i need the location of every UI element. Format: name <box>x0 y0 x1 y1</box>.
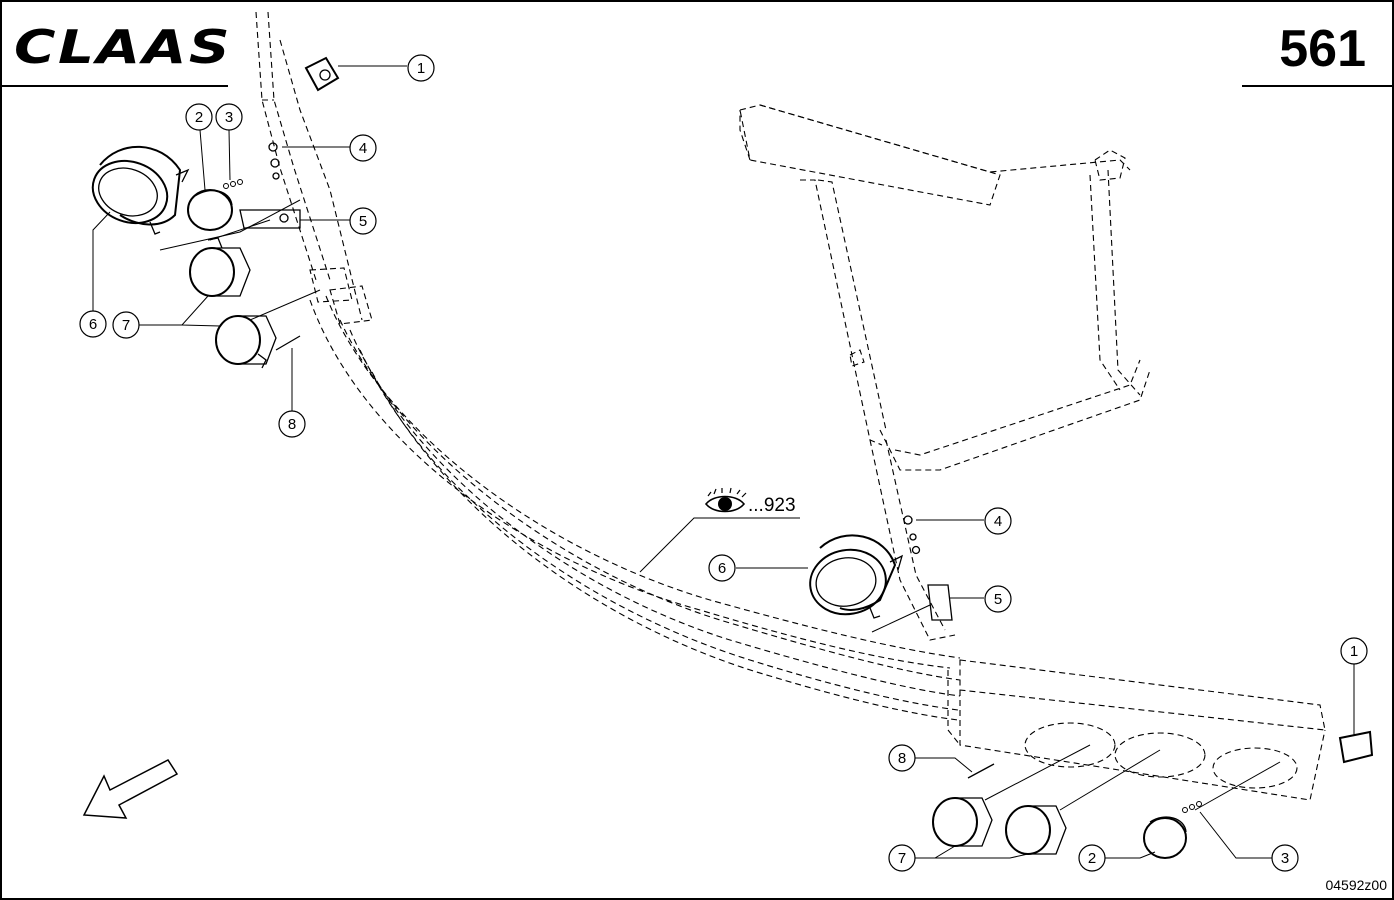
right-fog-lamp-left <box>932 797 993 847</box>
right-spacers <box>1182 801 1202 813</box>
cab-frame-outline <box>739 104 1151 641</box>
callout-left-8: 8 <box>278 348 306 438</box>
callout-right-8: 8 <box>888 744 973 773</box>
callout-label: 4 <box>359 140 367 157</box>
page-number: 561 <box>1279 20 1366 78</box>
callout-label: 1 <box>1350 643 1358 660</box>
left-assembly-leaders <box>159 199 321 321</box>
callout-left-3: 3 <box>215 103 243 181</box>
callout-label: 7 <box>898 850 906 867</box>
right-assembly-leaders <box>871 604 1281 811</box>
callout-right-3: 3 <box>1199 811 1299 872</box>
right-bolt-set <box>903 515 921 555</box>
callout-right-4: 4 <box>916 507 1012 535</box>
right-fog-lamp-right <box>1005 805 1067 855</box>
callout-right-7: 7 <box>888 844 1029 872</box>
right-mount-bracket <box>927 584 953 621</box>
eye-icon <box>704 487 747 513</box>
callout-label: 8 <box>288 416 296 433</box>
front-beam-outline <box>309 295 961 721</box>
callout-label: 2 <box>1088 850 1096 867</box>
callout-label: 1 <box>417 60 425 77</box>
lamp-housing-outline <box>947 659 1326 801</box>
left-cover-cap <box>304 56 340 92</box>
callout-label: 6 <box>718 560 726 577</box>
left-long-bolt <box>275 335 301 351</box>
callout-label: 6 <box>89 316 97 333</box>
callout-right-6: 6 <box>708 554 808 582</box>
callout-label: 2 <box>195 109 203 126</box>
callout-label: 5 <box>994 591 1002 608</box>
brand-logo-text: CLAAS <box>14 20 232 74</box>
callout-left-5: 5 <box>300 207 377 235</box>
cross-reference: ...923 <box>639 487 800 573</box>
callout-label: 5 <box>359 213 367 230</box>
callout-right-5: 5 <box>950 585 1012 613</box>
direction-arrow-icon <box>82 759 179 819</box>
left-mount-bracket <box>239 209 301 229</box>
drawing-code: 04592z00 <box>1325 877 1387 893</box>
left-post-outline <box>255 11 373 325</box>
callout-label: 4 <box>994 513 1002 530</box>
left-fog-lamp-upper <box>189 237 251 297</box>
callout-left-1: 1 <box>338 54 435 82</box>
right-long-bolt <box>967 763 995 779</box>
callout-left-7: 7 <box>112 295 221 339</box>
left-spacers <box>223 179 243 189</box>
callout-right-1: 1 <box>1340 637 1368 736</box>
callout-right-2: 2 <box>1078 844 1156 872</box>
callout-left-6: 6 <box>79 211 111 338</box>
left-work-lamp <box>91 145 190 235</box>
brand-logo: CLAAS <box>14 20 232 74</box>
right-cover-cap <box>1338 730 1374 764</box>
callout-left-2: 2 <box>185 103 213 191</box>
cross-reference-text: ...923 <box>748 495 796 516</box>
right-work-lamp <box>809 534 904 619</box>
left-fog-lamp-lower <box>215 315 277 369</box>
callout-label: 3 <box>225 109 233 126</box>
callout-label: 7 <box>122 317 130 334</box>
left-lamp-cap <box>187 189 233 231</box>
left-bolt-set <box>268 142 280 180</box>
callout-label: 3 <box>1281 850 1289 867</box>
callout-label: 8 <box>898 750 906 767</box>
right-lamp-cap <box>1143 816 1187 859</box>
callout-left-4: 4 <box>282 134 377 162</box>
